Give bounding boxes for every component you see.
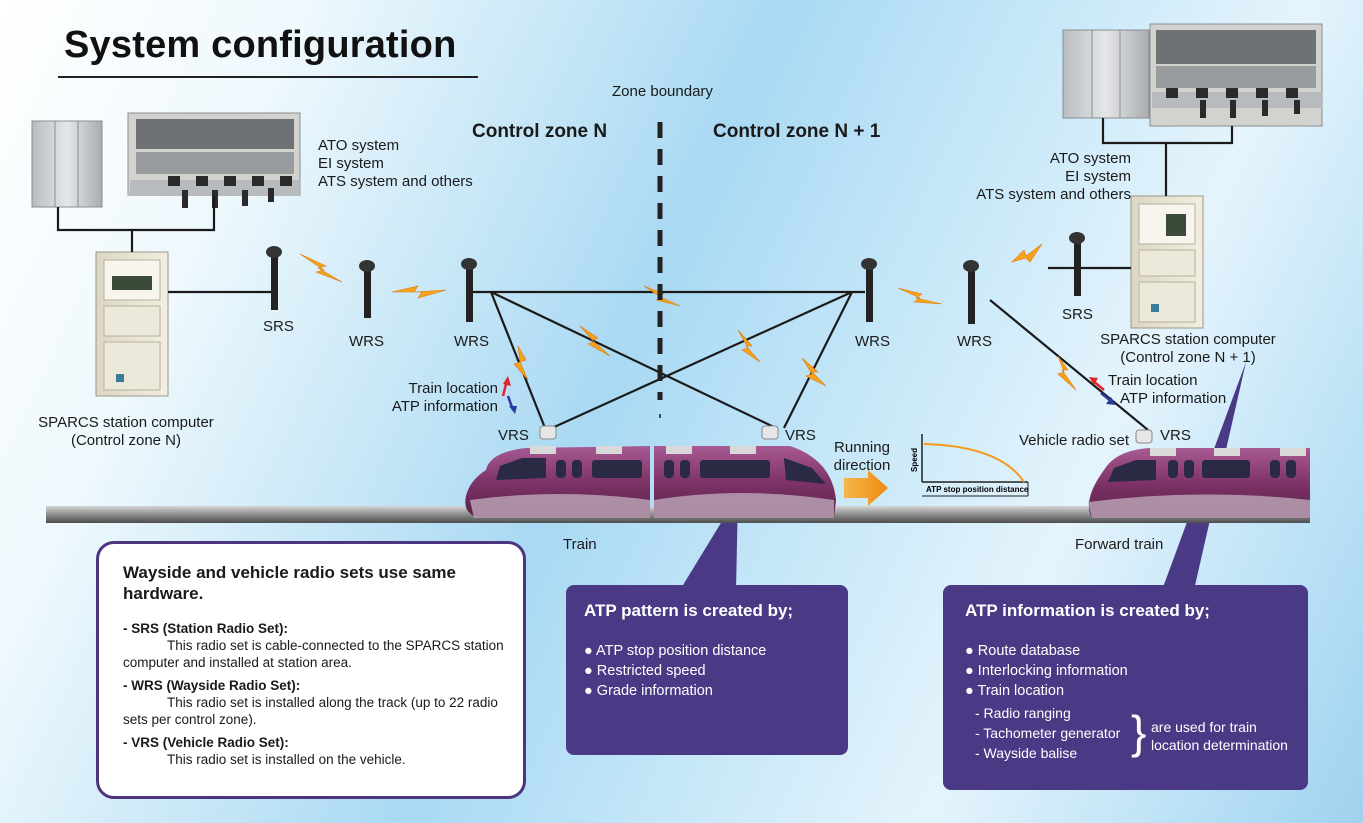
left-system-ei: EI system	[318, 155, 384, 172]
hardware-heading: Wayside and vehicle radio sets use same …	[123, 563, 456, 603]
left-flow-arrows	[501, 376, 517, 414]
train	[465, 446, 836, 518]
wrs-left1-label: WRS	[349, 333, 384, 350]
left-atp-info-label: ATP information	[391, 398, 498, 415]
srs-right-label: SRS	[1062, 306, 1093, 323]
train-label: Train	[563, 536, 597, 553]
location-method-item: - Radio ranging	[975, 705, 1071, 721]
atp-pattern-box: ATP pattern is created by; ● ATP stop po…	[566, 585, 848, 755]
atp-info-box: ATP information is created by; ● Route d…	[943, 585, 1308, 790]
atp-info-heading: ATP information is created by;	[965, 601, 1210, 620]
right-system-ato: ATO system	[1049, 150, 1131, 167]
atp-info-item: ● Interlocking information	[965, 663, 1128, 679]
vrs-right-label: VRS	[1160, 427, 1191, 444]
srs-description: This radio set is cable-connected to the…	[123, 638, 504, 670]
right-system-ats: ATS system and others	[976, 186, 1131, 203]
left-systems-list: ATO system EI system ATS system and othe…	[318, 137, 473, 191]
location-method-item: - Tachometer generator	[975, 725, 1121, 741]
wrs-left2-label: WRS	[454, 333, 489, 350]
speed-chart: Speed ATP stop position distance	[910, 434, 1029, 497]
left-train-location-label: Train location	[408, 380, 499, 397]
left-computer-zone: (Control zone N)	[70, 432, 182, 449]
atp-pattern-item: ● ATP stop position distance	[584, 643, 767, 659]
atp-pattern-item: ● Grade information	[584, 683, 713, 699]
wrs-right2-pole	[963, 260, 979, 324]
left-computer-label: SPARCS station computer (Control zone N)	[24, 414, 228, 450]
left-system-ats: ATS system and others	[318, 173, 473, 190]
vrs-term: - VRS (Vehicle Radio Set):	[123, 735, 289, 750]
srs-right-pole	[1069, 232, 1085, 296]
radio-poles	[266, 232, 1085, 324]
control-zone-n-label: Control zone N	[472, 121, 608, 142]
wrs-left1-pole	[359, 260, 375, 318]
radio-links	[299, 243, 1077, 391]
speed-chart-ylabel: Speed	[910, 448, 919, 472]
zone-boundary-label: Zone boundary	[612, 83, 713, 100]
right-sparcs-computer	[1130, 195, 1204, 329]
vrs-left-label: VRS	[498, 427, 529, 444]
forward-train	[1088, 448, 1310, 518]
running-direction-arrow	[844, 470, 888, 506]
running-direction-label: Running direction	[826, 439, 898, 475]
right-computer-label: SPARCS station computer (Control zone N …	[1086, 331, 1290, 367]
right-flow-arrows	[1089, 377, 1116, 405]
right-computer-name: SPARCS station computer	[1100, 331, 1276, 348]
right-atp-info-label: ATP information	[1120, 390, 1227, 407]
vehicle-radio-set-label: Vehicle radio set	[1019, 432, 1130, 449]
location-method-item: - Wayside balise	[975, 745, 1078, 761]
atp-pattern-heading: ATP pattern is created by;	[584, 601, 794, 620]
vrs-middle-label: VRS	[785, 427, 816, 444]
title-underline	[58, 76, 478, 78]
page-title: System configuration	[64, 24, 457, 66]
control-zone-n1-label: Control zone N + 1	[713, 121, 881, 142]
left-computer-name: SPARCS station computer	[38, 414, 214, 431]
speed-chart-xlabel: ATP stop position distance	[926, 485, 1029, 494]
right-train-location-label: Train location	[1108, 372, 1198, 389]
forward-train-label: Forward train	[1075, 536, 1164, 553]
brace-note: are used for train location determinatio…	[1151, 718, 1288, 754]
left-sparcs-computer	[95, 251, 169, 397]
grouping-brace: }	[1131, 706, 1147, 758]
wrs-term: - WRS (Wayside Radio Set):	[123, 678, 301, 693]
vrs-description: This radio set is installed on the vehic…	[167, 752, 406, 767]
network-cables	[56, 118, 1234, 431]
wrs-right1-label: WRS	[855, 333, 890, 350]
running-direction-line2: direction	[833, 457, 891, 474]
right-control-room	[1062, 23, 1323, 127]
wrs-description: This radio set is installed along the tr…	[123, 695, 498, 727]
wrs-left2-pole	[461, 258, 477, 322]
location-method-list: - Radio ranging - Tachometer generator -…	[975, 703, 1120, 763]
wrs-right1-pole	[861, 258, 877, 322]
hardware-info-box: Wayside and vehicle radio sets use same …	[96, 541, 526, 799]
wrs-right2-label: WRS	[957, 333, 992, 350]
left-control-room	[31, 112, 301, 208]
srs-left-pole	[266, 246, 282, 310]
vrs-devices	[539, 425, 1153, 444]
brace-note-line1: are used for train	[1151, 719, 1257, 735]
atp-pattern-item: ● Restricted speed	[584, 663, 706, 679]
right-computer-zone: (Control zone N + 1)	[1120, 349, 1256, 366]
right-system-ei: EI system	[1065, 168, 1131, 185]
left-system-ato: ATO system	[318, 137, 400, 154]
running-direction-line1: Running	[834, 439, 890, 456]
atp-info-item: ● Train location	[965, 683, 1065, 699]
brace-note-line2: location determination	[1151, 737, 1288, 753]
srs-left-label: SRS	[263, 318, 294, 335]
srs-term: - SRS (Station Radio Set):	[123, 621, 288, 636]
atp-info-item: ● Route database	[965, 643, 1081, 659]
right-systems-list: ATO system EI system ATS system and othe…	[975, 150, 1131, 204]
